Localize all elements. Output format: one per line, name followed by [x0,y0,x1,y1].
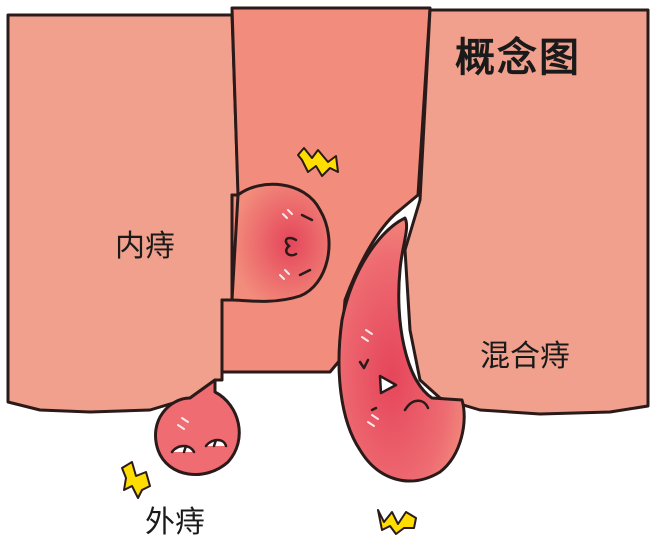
face-icon [284,213,314,277]
label-mixed-hemorrhoid: 混合痔 [480,339,570,374]
sparkle-icon [297,147,339,177]
label-external-hemorrhoid: 外痔 [145,505,205,540]
diagram-title: 概念图 [455,35,581,81]
mixed-hemorrhoid [337,216,466,483]
left-tissue [6,13,240,414]
face-icon [170,438,228,454]
face-icon [358,358,430,412]
sparkle-icon [377,509,417,535]
internal-hemorrhoid [230,182,331,303]
sparkle-icon [121,461,151,499]
label-internal-hemorrhoid: 内痔 [115,229,175,264]
